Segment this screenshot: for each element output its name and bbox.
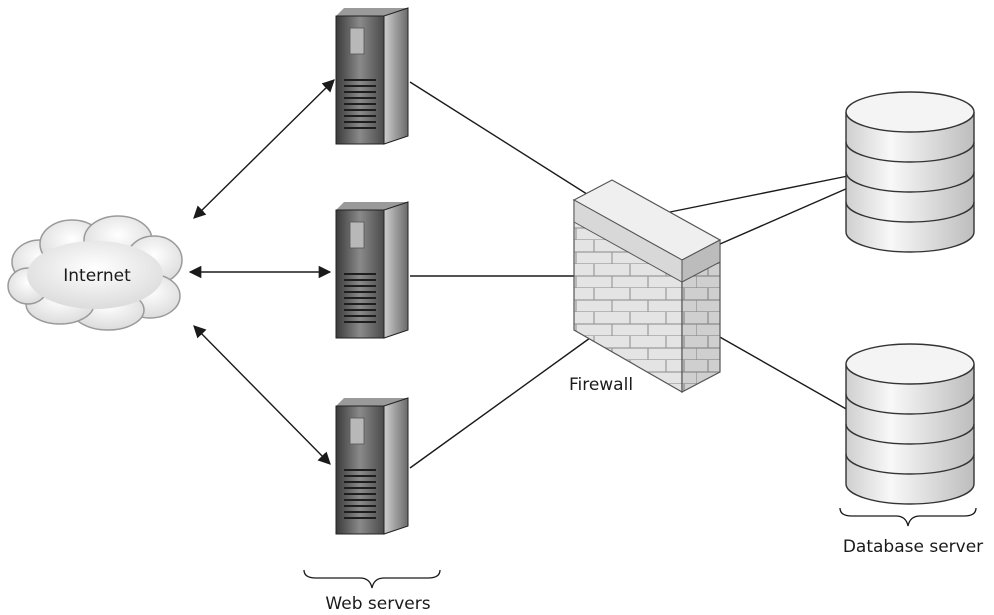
server-tower-icon <box>335 397 409 535</box>
connections <box>188 79 849 469</box>
internet-node: Internet <box>7 215 183 331</box>
web-servers-label: Web servers <box>325 594 430 614</box>
edge-firewall-database-1a <box>669 175 849 213</box>
database-1 <box>845 91 975 253</box>
firewall-node: Firewall <box>569 179 722 395</box>
brick-wall-icon <box>572 179 722 394</box>
edge-internet-webserver-3 <box>193 325 331 465</box>
edge-internet-webserver-1 <box>193 79 335 219</box>
edge-webserver-1-firewall <box>409 81 591 197</box>
cloud-icon <box>7 215 183 331</box>
edge-webserver-3-firewall <box>409 337 591 469</box>
web-server-3 <box>335 397 409 535</box>
database-cylinder-icon <box>845 343 975 505</box>
web-server-2 <box>335 201 409 339</box>
server-tower-icon <box>335 201 409 339</box>
edge-firewall-database-2 <box>717 335 849 411</box>
server-tower-icon <box>335 7 409 145</box>
edge-firewall-database-1b <box>719 187 849 245</box>
internet-label: Internet <box>63 266 131 286</box>
database-server-brace <box>839 507 977 527</box>
database-server-label: Database server <box>843 537 983 557</box>
database-2 <box>845 343 975 505</box>
web-server-1 <box>335 7 409 145</box>
firewall-label: Firewall <box>569 375 633 395</box>
database-cylinder-icon <box>845 91 975 253</box>
web-servers-brace <box>303 569 441 589</box>
